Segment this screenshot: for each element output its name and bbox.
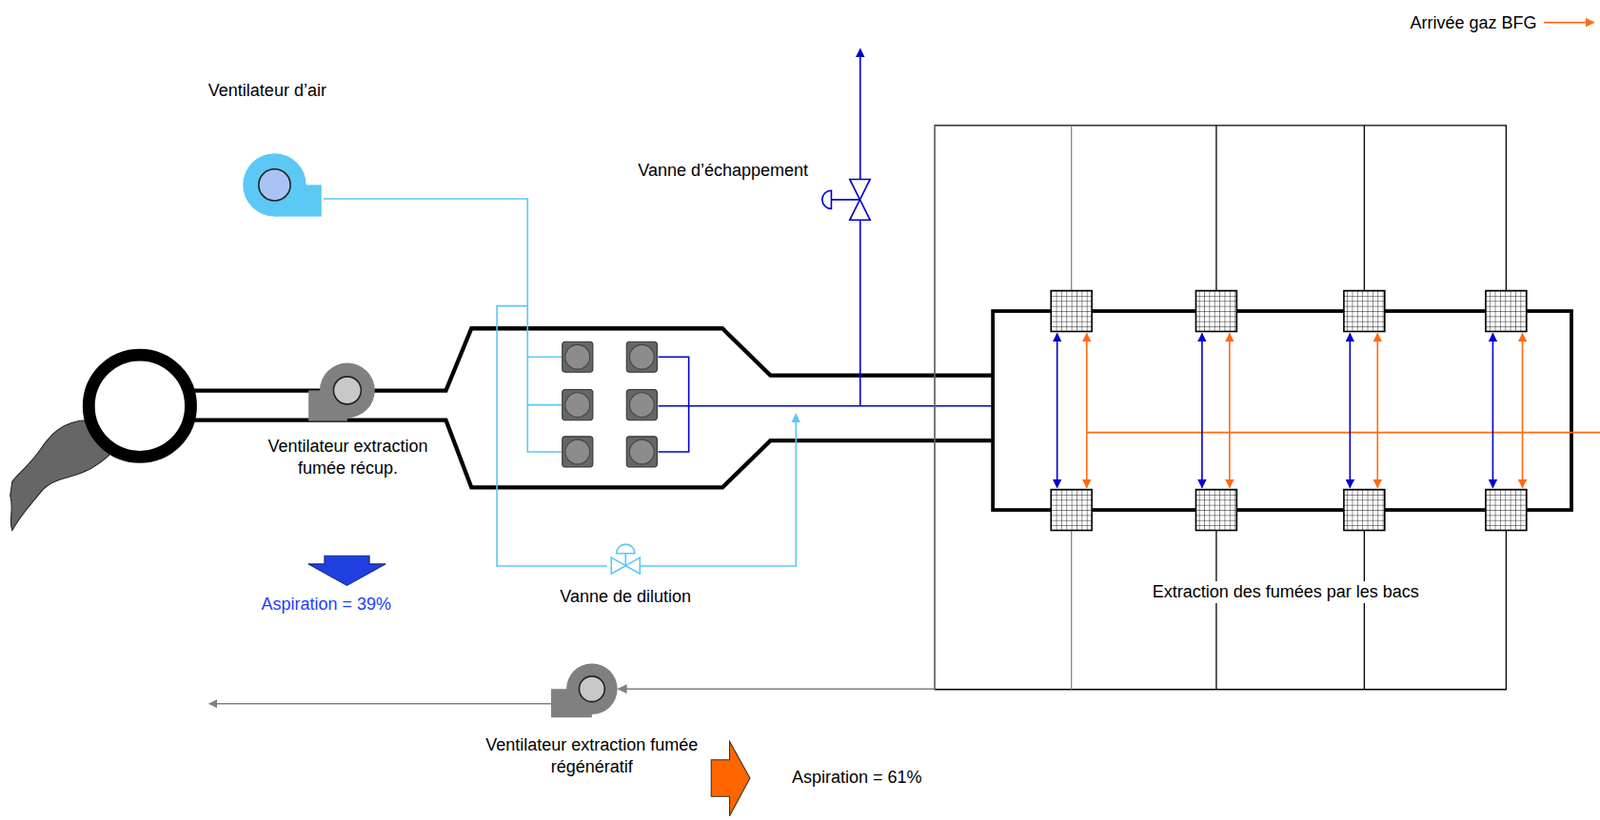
- burner-grid: [1485, 291, 1527, 333]
- node-label: Ventilateur d’air: [165, 79, 370, 102]
- flow-arrow: [711, 741, 751, 816]
- symbol: [810, 173, 878, 227]
- gas-arrow: [1543, 21, 1595, 24]
- pipe-connector: [618, 688, 935, 691]
- air-pipe: [639, 414, 796, 567]
- chimney-stack: [88, 355, 191, 457]
- fan-rotor: [578, 676, 605, 703]
- fan-housing: [566, 664, 618, 716]
- duct-wall: [194, 328, 993, 391]
- burner-grid: [1050, 490, 1092, 532]
- burner-group: [562, 341, 658, 468]
- burner-grid: [1343, 291, 1385, 333]
- burner-grid: [1195, 490, 1237, 532]
- symbol: [551, 657, 619, 721]
- burner: [565, 344, 591, 370]
- burner: [562, 390, 593, 421]
- recovery-fan: Ventilateur extraction fumée récup.: [306, 356, 389, 425]
- regenerative-fan: Ventilateur extraction fumée régénératif: [551, 657, 619, 721]
- furnace-details: [1050, 291, 1527, 532]
- burner-grid: [1050, 291, 1092, 333]
- annotation: Arrivée gaz BFG: [1312, 12, 1538, 35]
- furnace-zone: Extraction des fumées par les bacs: [934, 125, 1506, 691]
- duct-wall: [194, 420, 993, 489]
- exhaust-pipe: [859, 220, 862, 407]
- symbol: [239, 151, 324, 219]
- exhaust-valve: Vanne d’échappement: [810, 173, 878, 227]
- annotation: Aspiration = 39%: [260, 593, 486, 616]
- fan-rotor: [333, 376, 361, 405]
- fan-housing: [242, 153, 306, 217]
- air-fan: Ventilateur d’air: [239, 151, 324, 219]
- burner: [562, 341, 593, 373]
- flue-pipe: [209, 703, 552, 706]
- fan-housing: [319, 363, 376, 419]
- gas-flow-arrow: [1521, 334, 1524, 489]
- burner-grid: [1195, 291, 1237, 333]
- burner: [562, 436, 593, 468]
- burner: [626, 341, 657, 373]
- burner-grid: [1343, 291, 1385, 333]
- node-label: Ventilateur extraction fumée régénératif: [469, 734, 714, 780]
- burner-grid: [1195, 291, 1237, 333]
- node-label: Extraction des fumées par les bacs: [1151, 581, 1420, 604]
- burner: [629, 393, 654, 418]
- node-label: Ventilateur extraction fumée récup.: [266, 435, 431, 481]
- burner: [565, 393, 591, 418]
- burner: [565, 439, 591, 465]
- gas-flow-arrow: [1228, 334, 1231, 489]
- burner-grid: [1343, 490, 1385, 532]
- burner-grid: [1050, 291, 1092, 333]
- symbol: [607, 542, 647, 582]
- furnace-body: [992, 311, 1572, 511]
- burner-grid: [1050, 490, 1092, 532]
- burner: [626, 390, 657, 421]
- gas-flow-arrow: [1086, 334, 1088, 489]
- annotation: Aspiration = 61%: [791, 767, 1017, 790]
- burner-grid: [1485, 490, 1527, 532]
- burner: [626, 436, 657, 468]
- air-flow-arrow: [1201, 334, 1204, 489]
- dilution-valve: Vanne de dilution: [607, 542, 647, 582]
- flow-arrow: [308, 555, 386, 586]
- air-flow-arrow: [1492, 334, 1495, 489]
- burner: [629, 439, 654, 465]
- air-flow-arrow: [1056, 334, 1059, 489]
- fan-rotor: [258, 168, 291, 200]
- burner-grid: [1195, 490, 1237, 532]
- air-pipe: [527, 306, 562, 453]
- valve-actuator: [822, 190, 861, 209]
- node-label: Vanne de dilution: [523, 586, 728, 609]
- air-flow-arrow: [1349, 334, 1352, 489]
- burner-grid: [1485, 490, 1527, 532]
- burner: [629, 344, 654, 370]
- valve-actuator: [616, 544, 635, 567]
- burner-grid: [1485, 291, 1527, 333]
- burner-grid: [1343, 490, 1385, 532]
- symbol: [306, 356, 389, 425]
- gas-flow-arrow: [1376, 334, 1379, 489]
- node-label: Vanne d’échappement: [563, 159, 809, 182]
- exhaust-pipe: [859, 48, 862, 179]
